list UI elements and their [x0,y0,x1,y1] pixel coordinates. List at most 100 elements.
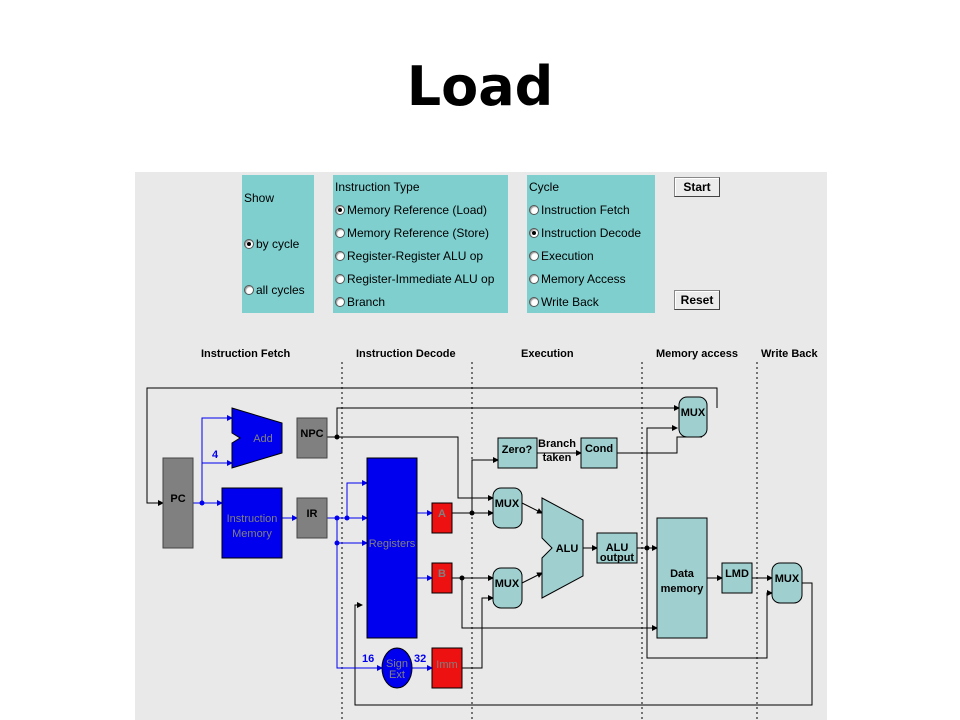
show-option-by-cycle[interactable]: by cycle [244,237,299,251]
zero-test-unit [497,437,538,469]
alu-output-line2: output [600,552,635,564]
show-option-all-cycles[interactable]: all cycles [244,283,305,297]
pipeline-applet: Show by cycle all cycles Instruction Typ… [135,172,827,720]
radio-execution[interactable] [529,251,539,261]
slide-title: Load [406,55,554,118]
radio-reg-reg[interactable] [335,251,345,261]
instruction-type-option[interactable]: Register-Register ALU op [335,249,483,263]
instruction-type-option[interactable]: Register-Immediate ALU op [335,272,494,286]
b-label: B [438,568,446,580]
pc-label: PC [170,493,185,505]
radio-store[interactable] [335,228,345,238]
option-label: Register-Immediate ALU op [347,272,495,286]
instruction-type-option[interactable]: Branch [335,295,385,309]
imem-label-line2: Memory [232,528,272,540]
option-label: Execution [541,249,594,263]
branch-taken-line2: taken [543,452,572,464]
cycle-header: Cycle [529,180,560,194]
datapath-diagram: Instruction Fetch Instruction Decode Exe… [146,348,819,720]
option-label: Register-Register ALU op [347,249,484,263]
alu-label: ALU [556,543,579,555]
imem-label-line1: Instruction [227,513,278,525]
cond-register [580,437,618,469]
zero-label: Zero? [502,444,533,456]
bits-32-label: 32 [414,653,426,665]
option-label: Memory Access [541,272,626,286]
show-panel: Show by cycle all cycles [242,175,314,313]
ir-label: IR [307,508,318,520]
option-label: Branch [347,295,386,309]
show-option-label: by cycle [256,237,300,251]
radio-reg-imm[interactable] [335,274,345,284]
show-header: Show [244,191,275,205]
pc-adder [231,407,283,469]
stage-label-decode: Instruction Decode [356,348,456,360]
bits-16-label: 16 [362,653,374,665]
black-wires [146,387,813,706]
cycle-option[interactable]: Write Back [529,295,599,309]
constant-four: 4 [212,449,219,461]
a-register [431,502,453,534]
instruction-type-panel: Instruction Type Memory Reference (Load)… [333,175,508,313]
adder-label: Add [253,433,273,445]
data-memory [656,517,708,639]
radio-write-back[interactable] [529,297,539,307]
instruction-type-option[interactable]: Memory Reference (Load) [335,203,487,217]
cycle-panel: Cycle Instruction Fetch Instruction Deco… [527,175,655,313]
lmd-label: LMD [725,568,749,580]
pc-select-mux [678,396,708,438]
alu-input-a-mux [492,487,523,529]
option-label: Instruction Fetch [541,203,630,217]
imm-label: Imm [436,659,457,671]
junction-dots [199,434,650,581]
instruction-memory [221,487,283,559]
mux-label: MUX [681,407,706,419]
sign-ext-label-line2: Ext [389,669,405,681]
option-label: Write Back [541,295,599,309]
option-label: Instruction Decode [541,226,642,240]
instruction-type-option[interactable]: Memory Reference (Store) [335,226,489,240]
ir-register [296,497,328,539]
cycle-option[interactable]: Instruction Fetch [529,203,630,217]
reset-button[interactable]: Reset [674,290,720,310]
start-button[interactable]: Start [674,177,720,197]
stage-label-writeback: Write Back [761,348,819,360]
alu [541,497,584,599]
register-file [366,457,418,639]
mux-label: MUX [495,578,520,590]
branch-taken-line1: Branch [538,438,576,450]
instruction-type-header: Instruction Type [335,180,420,194]
cond-label: Cond [585,443,613,455]
show-option-label: all cycles [256,283,305,297]
cycle-option[interactable]: Instruction Decode [529,226,641,240]
option-label: Memory Reference (Load) [347,203,488,217]
dmem-label-line1: Data [670,568,695,580]
alu-output-register [596,532,638,564]
cycle-option[interactable]: Execution [529,249,594,263]
stage-label-execution: Execution [521,348,574,360]
npc-register [296,417,328,459]
cycle-option[interactable]: Memory Access [529,272,626,286]
radio-branch[interactable] [335,297,345,307]
radio-memory-access[interactable] [529,274,539,284]
pc-register [162,457,194,549]
a-label: A [438,508,446,520]
mux-label: MUX [775,573,800,585]
radio-fetch[interactable] [529,205,539,215]
radio-decode[interactable] [529,228,539,238]
npc-label: NPC [300,428,323,440]
registers-label: Registers [369,538,416,550]
radio-load[interactable] [335,205,345,215]
mux-label: MUX [495,498,520,510]
radio-all-cycles[interactable] [244,285,254,295]
radio-by-cycle[interactable] [244,239,254,249]
imm-register [431,647,463,689]
sign-ext-label-line1: Sign [386,658,408,670]
alu-output-line1: ALU [606,542,629,554]
stage-label-memory: Memory access [656,348,738,360]
dmem-label-line2: memory [661,583,705,595]
option-label: Memory Reference (Store) [347,226,490,240]
alu-input-b-mux [492,567,523,609]
b-register [431,562,453,594]
lmd-register [721,562,753,594]
